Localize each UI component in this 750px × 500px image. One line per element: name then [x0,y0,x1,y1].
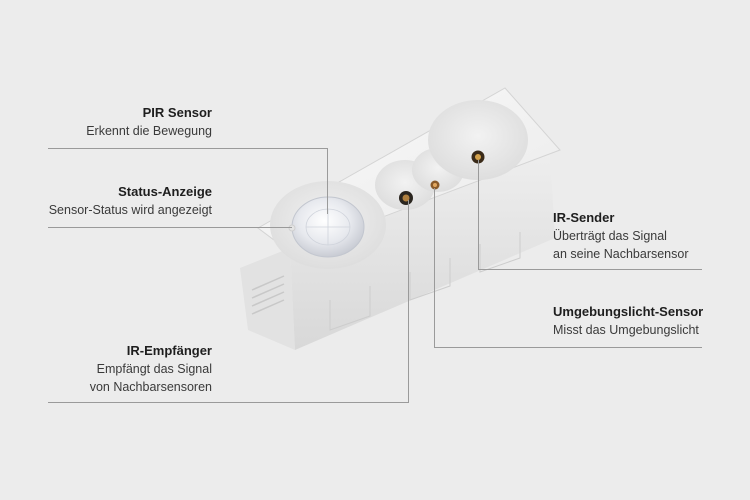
callout-desc: von Nachbarsensoren [89,380,212,394]
callout-title: Umgebungslicht-Sensor [553,304,704,319]
pir-lens-facets [305,208,351,246]
callout-status-anzeige: Status-Anzeige Sensor-Status wird angeze… [49,183,212,219]
leader-pir-v [327,148,328,214]
leader-irtx-v [478,160,479,270]
leader-irrx-h [48,402,409,403]
callout-title: IR-Empfänger [126,343,212,358]
leader-status-h [48,227,292,228]
ir-emitter-cup [428,100,528,180]
callout-desc: Empfängt das Signal [96,362,212,376]
callout-desc: Misst das Umgebungslicht [553,323,699,337]
device-end-vents [251,275,285,315]
status-led-icon [288,224,296,232]
callout-desc: an seine Nachbarsensor [553,247,689,261]
leader-pir-h [48,148,328,149]
callout-desc: Überträgt das Signal [553,229,667,243]
callout-title: IR-Sender [553,210,615,225]
leader-irtx-h [478,269,702,270]
callout-desc: Sensor-Status wird angezeigt [48,203,212,217]
callout-desc: Erkennt die Bewegung [86,124,212,138]
callout-title: PIR Sensor [142,105,212,120]
device-side-face [290,152,555,350]
callout-ir-empfaenger: IR-Empfänger Empfängt das Signal von Nac… [90,342,212,396]
callout-title: Status-Anzeige [118,184,212,199]
callout-pir-sensor: PIR Sensor Erkennt die Bewegung [86,104,212,140]
leader-light-h [434,347,702,348]
device-side-ribs [329,232,521,331]
leader-irrx-v [408,200,409,403]
callout-ir-sender: IR-Sender Überträgt das Signal an seine … [553,209,689,263]
leader-light-v [434,188,435,348]
callout-umgebungslicht-sensor: Umgebungslicht-Sensor Misst das Umgebung… [553,303,703,339]
